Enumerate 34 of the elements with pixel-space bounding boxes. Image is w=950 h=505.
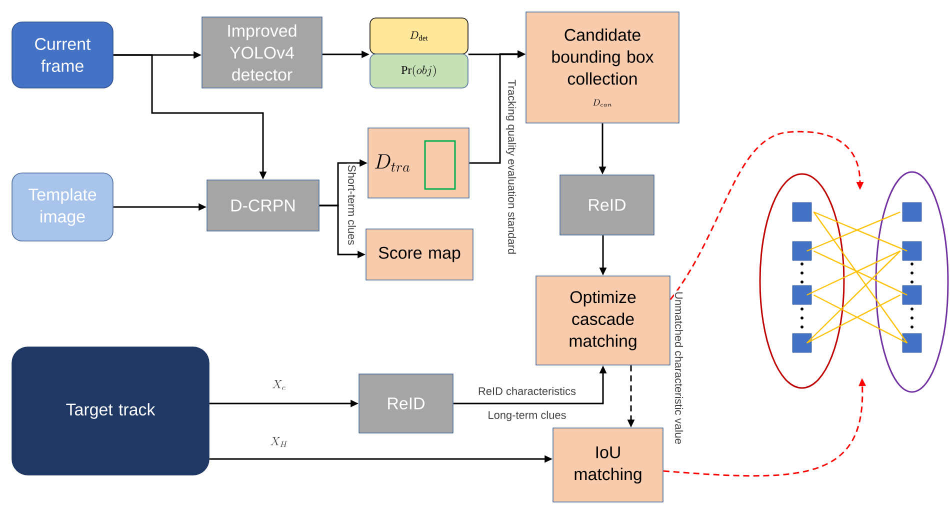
connector: [806, 250, 901, 344]
output-box: $D_{\mathrm{det}}$: [370, 18, 468, 54]
connector: [813, 212, 908, 344]
square: [902, 241, 922, 261]
square: [792, 241, 812, 261]
arrow: [670, 130, 864, 300]
process-box: Optimize cascade matching: [536, 276, 670, 366]
square: [792, 285, 812, 305]
edge-label: ReID characteristics: [476, 386, 578, 396]
process-box: D-CRPN: [206, 180, 320, 232]
edge-label: $X_H$: [269, 436, 289, 448]
input-box: Template image: [12, 172, 114, 242]
process-box: Improved YOLOv4 detector: [202, 16, 322, 88]
edge-label: Tracking quality evaluation standard: [504, 78, 518, 256]
square: [902, 202, 922, 222]
annotation: Long-term clues: [486, 410, 568, 422]
square: [902, 333, 922, 353]
output-box: $\mathrm{Pr}(obj)$: [370, 54, 468, 88]
square: [902, 285, 922, 305]
square: [792, 202, 812, 222]
edge-label: $X_c$: [271, 379, 287, 391]
edge-label: Short-term clues: [346, 164, 358, 246]
process-box: ReID: [358, 374, 454, 434]
square: [792, 333, 812, 353]
process-box: ReID: [560, 174, 654, 236]
process-box: IoU matching: [552, 428, 664, 502]
input-box: Target track: [12, 346, 210, 476]
input-box: Current frame: [12, 22, 114, 88]
ellipse: [875, 171, 949, 393]
output-box: Score map: [366, 228, 474, 280]
output-box: $D_{tra}$: [368, 128, 470, 198]
process-box: Candidate bounding box collection $D_{can}$: [526, 12, 680, 124]
edge-label: Unmatched characteristic value: [674, 290, 684, 446]
ellipse: [759, 173, 845, 389]
